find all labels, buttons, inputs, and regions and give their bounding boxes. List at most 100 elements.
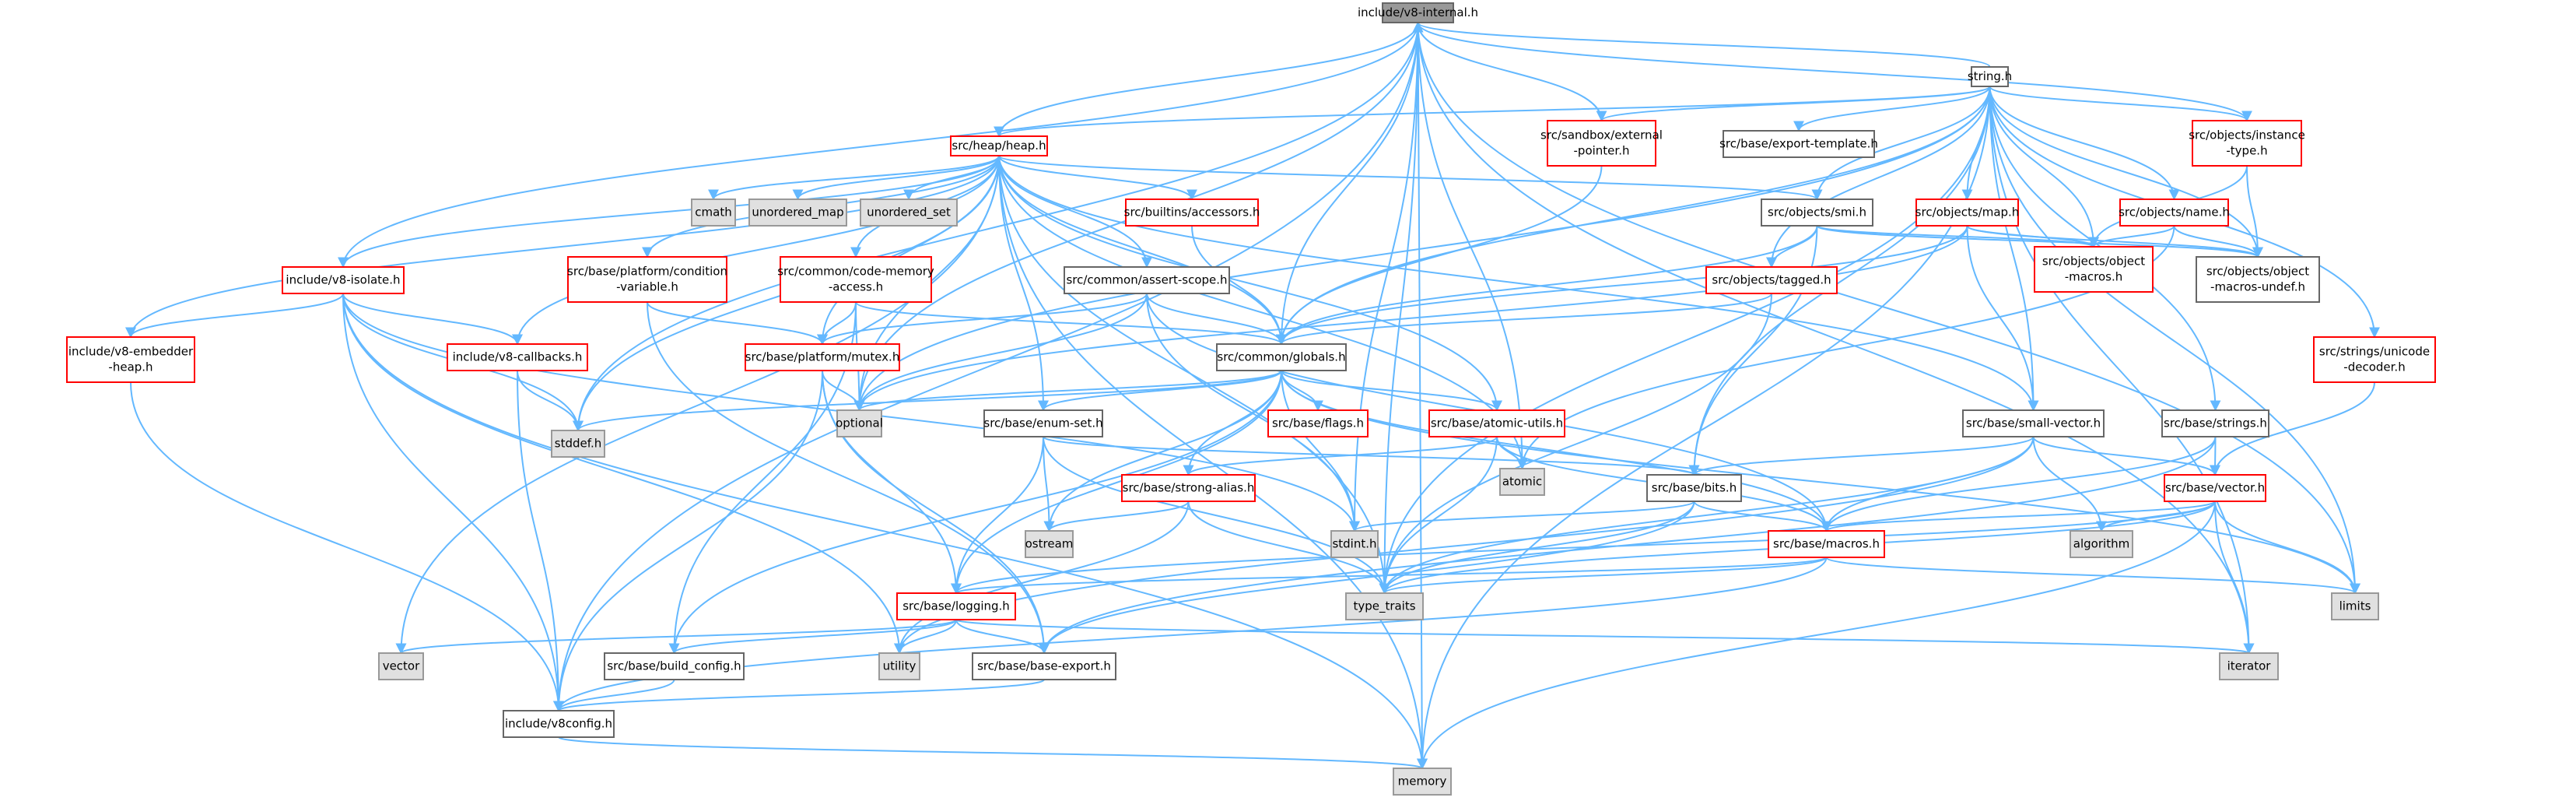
node-box[interactable]	[66, 336, 195, 383]
node-box[interactable]	[1216, 343, 1347, 371]
node-box[interactable]	[950, 135, 1048, 156]
node-box[interactable]	[2164, 474, 2266, 502]
node-iterator[interactable]: iterator	[2219, 652, 2279, 680]
node-box[interactable]	[551, 430, 605, 458]
node-box[interactable]	[2196, 256, 2320, 303]
node-strongalias[interactable]: src/base/strong-alias.h	[1121, 474, 1256, 502]
node-memory[interactable]: memory	[1393, 768, 1452, 796]
node-box[interactable]	[503, 710, 615, 738]
node-box[interactable]	[1971, 66, 2009, 87]
node-assertscope[interactable]: src/common/assert-scope.h	[1064, 266, 1230, 294]
node-callbacks[interactable]: include/v8-callbacks.h	[447, 343, 588, 371]
node-box[interactable]	[282, 266, 405, 294]
node-embedderheap[interactable]: include/v8-embedder-heap.h	[66, 336, 195, 383]
node-smallvector[interactable]: src/base/small-vector.h	[1962, 409, 2105, 437]
node-bits[interactable]: src/base/bits.h	[1646, 474, 1742, 502]
node-accessors[interactable]: src/builtins/accessors.h	[1124, 198, 1260, 227]
node-atomic[interactable]: atomic	[1499, 468, 1545, 496]
node-macros[interactable]: src/base/macros.h	[1768, 530, 1885, 558]
node-box[interactable]	[691, 198, 736, 227]
node-box[interactable]	[860, 198, 958, 227]
node-box[interactable]	[1428, 409, 1565, 437]
node-box[interactable]	[1025, 530, 1074, 558]
node-buildconfig[interactable]: src/base/build_config.h	[604, 652, 745, 680]
node-box[interactable]	[1330, 530, 1379, 558]
node-box[interactable]	[2313, 336, 2436, 383]
node-algorithm[interactable]: algorithm	[2070, 530, 2133, 558]
node-box[interactable]	[1646, 474, 1742, 502]
node-box[interactable]	[2070, 530, 2133, 558]
node-box[interactable]	[748, 198, 847, 227]
node-box[interactable]	[1125, 198, 1259, 227]
node-box[interactable]	[2119, 198, 2229, 227]
node-unordered_set[interactable]: unordered_set	[860, 198, 958, 227]
node-strings[interactable]: src/base/strings.h	[2161, 409, 2269, 437]
node-box[interactable]	[2219, 652, 2279, 680]
node-isolate[interactable]: include/v8-isolate.h	[282, 266, 405, 294]
node-tagged[interactable]: src/objects/tagged.h	[1705, 266, 1838, 294]
node-box[interactable]	[2192, 120, 2302, 167]
node-sandbox[interactable]: src/sandbox/external-pointer.h	[1540, 120, 1663, 167]
node-unordered_map[interactable]: unordered_map	[748, 198, 847, 227]
node-box[interactable]	[1064, 266, 1230, 294]
node-vectorh[interactable]: src/base/vector.h	[2164, 474, 2266, 502]
node-string[interactable]: string.h	[1968, 66, 2012, 87]
node-box[interactable]	[1705, 266, 1838, 294]
node-baseexport[interactable]: src/base/base-export.h	[972, 652, 1116, 680]
node-box[interactable]	[1768, 530, 1885, 558]
node-mutex[interactable]: src/base/platform/mutex.h	[745, 343, 900, 371]
node-cmath[interactable]: cmath	[691, 198, 736, 227]
node-box[interactable]	[447, 343, 588, 371]
node-box[interactable]	[1382, 2, 1454, 23]
node-box[interactable]	[1121, 474, 1256, 502]
node-smi[interactable]: src/objects/smi.h	[1761, 198, 1873, 227]
node-box[interactable]	[836, 409, 882, 437]
node-box[interactable]	[972, 652, 1116, 680]
node-vector[interactable]: vector	[378, 652, 424, 680]
node-flags[interactable]: src/base/flags.h	[1267, 409, 1369, 437]
node-name[interactable]: src/objects/name.h	[2119, 198, 2230, 227]
node-condvar[interactable]: src/base/platform/condition-variable.h	[567, 256, 727, 303]
node-objmacrosundef[interactable]: src/objects/object-macros-undef.h	[2196, 256, 2320, 303]
node-unicodedecoder[interactable]: src/strings/unicode-decoder.h	[2313, 336, 2436, 383]
node-ostream[interactable]: ostream	[1025, 530, 1074, 558]
node-atomicutils[interactable]: src/base/atomic-utils.h	[1428, 409, 1565, 437]
node-instancetype[interactable]: src/objects/instance-type.h	[2189, 120, 2305, 167]
node-box[interactable]	[567, 256, 727, 303]
node-box[interactable]	[604, 652, 745, 680]
node-box[interactable]	[2161, 409, 2269, 437]
node-utility[interactable]: utility	[878, 652, 920, 680]
node-v8internal[interactable]: include/v8-internal.h	[1358, 2, 1478, 23]
node-box[interactable]	[1723, 130, 1875, 158]
node-objmacros[interactable]: src/objects/object-macros.h	[2034, 246, 2154, 293]
node-box[interactable]	[983, 409, 1103, 437]
node-box[interactable]	[1267, 409, 1369, 437]
node-box[interactable]	[1915, 198, 2019, 227]
node-codememory[interactable]: src/common/code-memory-access.h	[777, 256, 934, 303]
node-map[interactable]: src/objects/map.h	[1915, 198, 2020, 227]
node-box[interactable]	[1345, 592, 1424, 620]
node-globals[interactable]: src/common/globals.h	[1216, 343, 1347, 371]
node-limits[interactable]: limits	[2331, 592, 2379, 620]
node-v8config[interactable]: include/v8config.h	[503, 710, 615, 738]
node-box[interactable]	[896, 592, 1016, 620]
node-box[interactable]	[1761, 198, 1873, 227]
node-box[interactable]	[878, 652, 920, 680]
node-box[interactable]	[2331, 592, 2379, 620]
node-box[interactable]	[378, 652, 424, 680]
node-stdint[interactable]: stdint.h	[1330, 530, 1379, 558]
node-heap[interactable]: src/heap/heap.h	[950, 135, 1048, 156]
node-box[interactable]	[1547, 120, 1656, 167]
node-box[interactable]	[1499, 468, 1545, 496]
node-optional[interactable]: optional	[836, 409, 883, 437]
node-box[interactable]	[780, 256, 932, 303]
node-box[interactable]	[1962, 409, 2105, 437]
node-box[interactable]	[745, 343, 900, 371]
node-stddef[interactable]: stddef.h	[551, 430, 605, 458]
node-logging[interactable]: src/base/logging.h	[896, 592, 1016, 620]
node-exporttemplate[interactable]: src/base/export-template.h	[1719, 130, 1878, 158]
node-box[interactable]	[1393, 768, 1452, 796]
node-enumset[interactable]: src/base/enum-set.h	[983, 409, 1103, 437]
node-typetraits[interactable]: type_traits	[1345, 592, 1424, 620]
node-box[interactable]	[2034, 246, 2154, 293]
